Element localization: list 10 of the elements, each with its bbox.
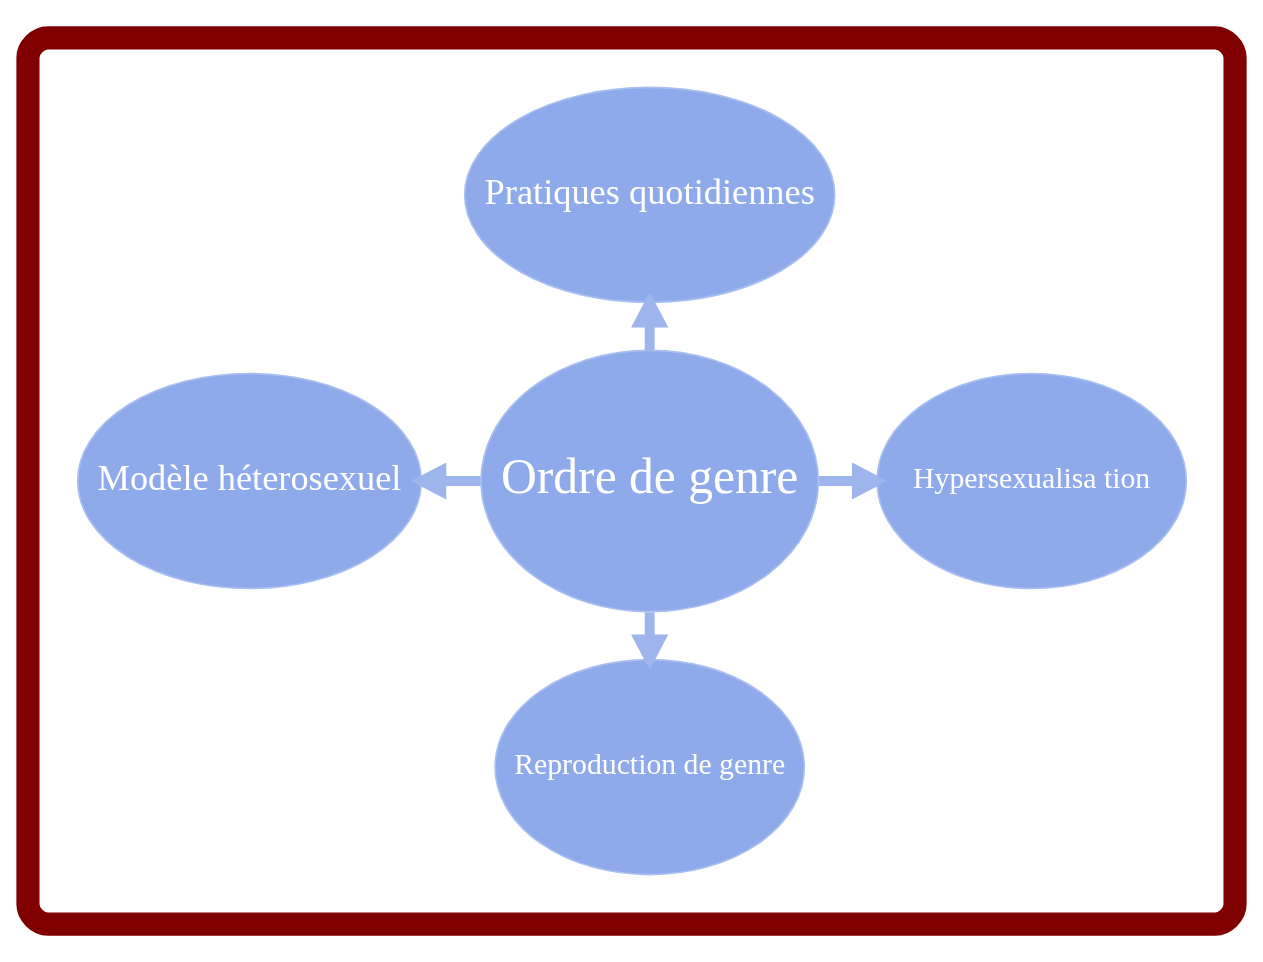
arrow	[410, 462, 481, 500]
arrow	[819, 462, 888, 500]
node-ellipse: Reproduction de genre	[494, 658, 806, 876]
arrow	[631, 612, 669, 670]
node-ellipse: Modèle héterosexuel	[76, 372, 423, 590]
node-ellipse: Pratiques quotidiennes	[463, 86, 836, 304]
node-ellipse: Hypersexualisa tion	[876, 372, 1188, 590]
arrow	[631, 292, 669, 351]
cluster	[16, 26, 1247, 936]
node-ellipse: Ordre de genre	[480, 349, 820, 613]
